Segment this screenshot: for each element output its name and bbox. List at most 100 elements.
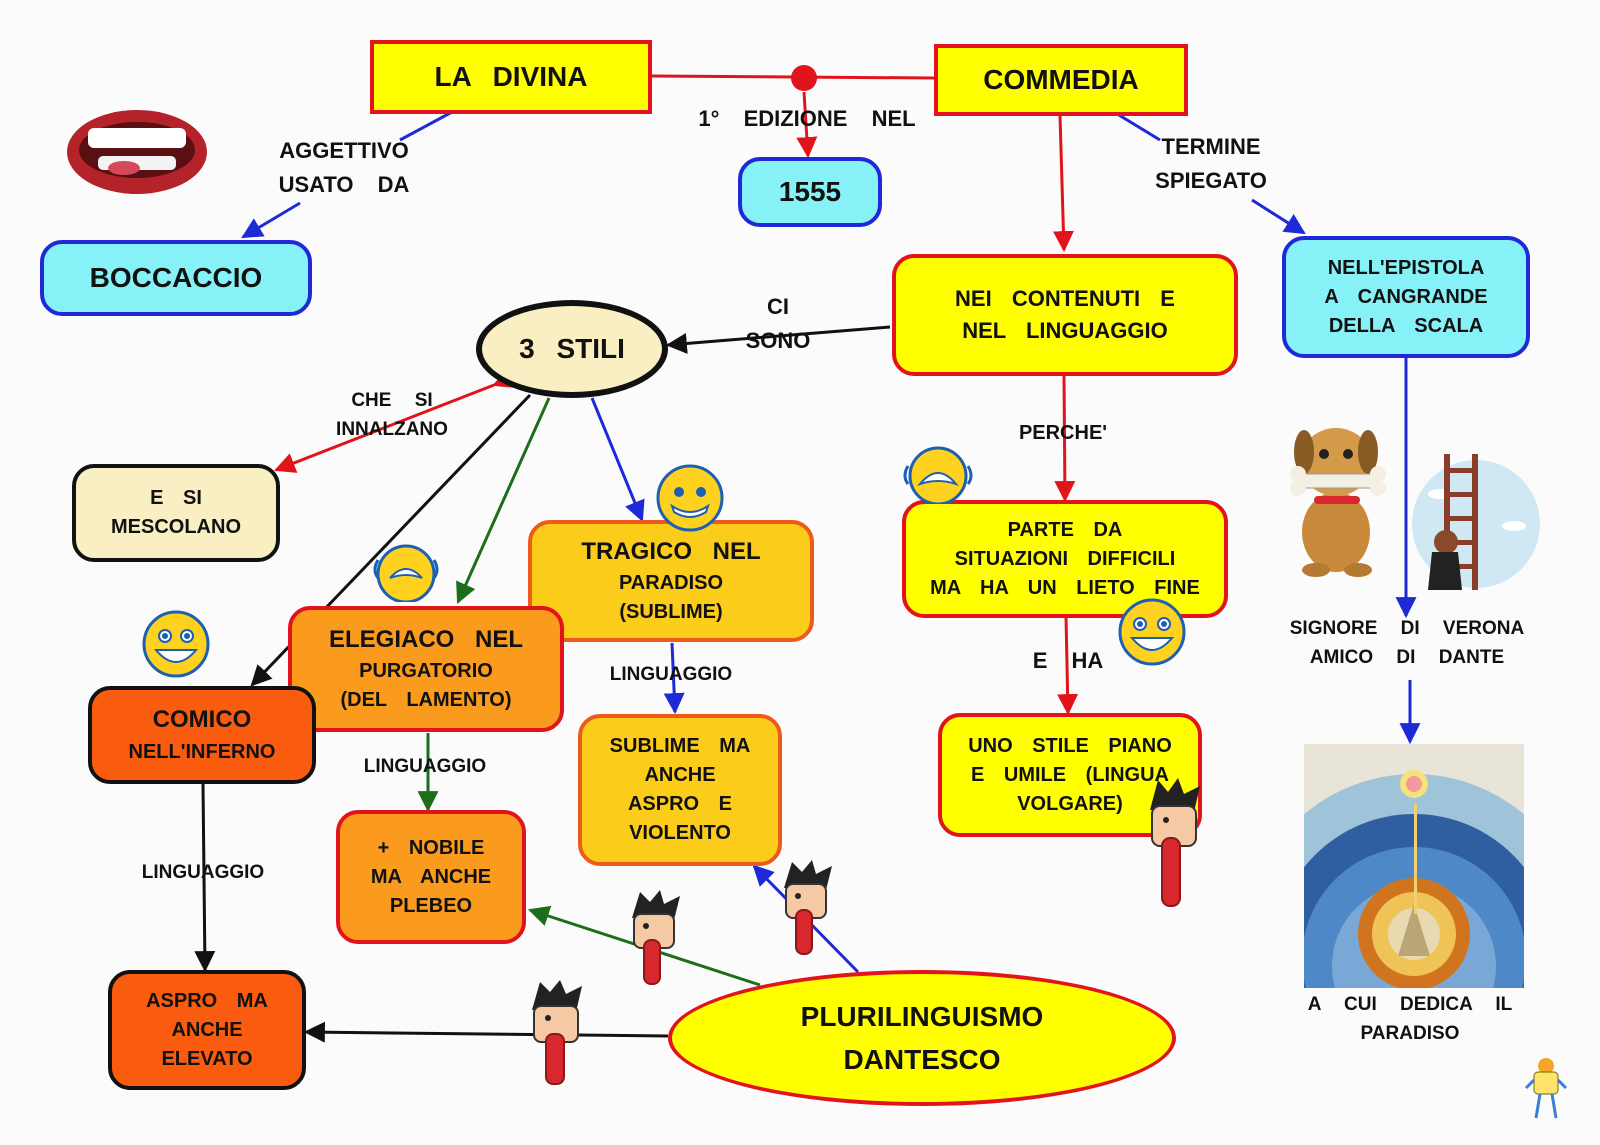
node-nobile-line3: PLEBEO — [389, 894, 473, 917]
node-nobile-line2: MA ANCHE — [370, 865, 492, 888]
crying-emoji-icon — [373, 544, 439, 602]
label-edizione: 1° EDIZIONE NEL — [698, 106, 916, 131]
arrow-perche — [1054, 375, 1076, 503]
node-plurilinguismo: PLURILINGUISMO DANTESCO — [668, 970, 1176, 1106]
node-elegiaco-line1: ELEGIACO NEL — [328, 625, 523, 653]
node-sublime-aspro-line3: ASPRO E — [627, 793, 733, 815]
label-e-ha: E HA — [1032, 648, 1104, 673]
arrow-aggettivo — [399, 110, 453, 142]
node-parte-da-line2: SITUAZIONI DIFFICILI — [954, 547, 1176, 570]
node-parte-da-line1: PARTE DA — [1007, 518, 1123, 541]
node-epistola-line2: A CANGRANDE — [1324, 285, 1488, 308]
arrow-e-ha — [1057, 615, 1079, 716]
node-mescolano-line1: E SI — [150, 487, 202, 509]
node-plurilinguismo-line2: DANTESCO — [843, 1044, 1001, 1075]
node-1555: 1555 — [738, 157, 882, 227]
junction-dot — [791, 65, 817, 91]
label-perche: PERCHE' — [1018, 422, 1108, 444]
tongue-cartoon-icon — [1150, 778, 1200, 907]
node-sublime-aspro-line1: SUBLIME MA — [609, 735, 751, 757]
label-a-cui: A CUI DEDICA IL PARADISO — [1290, 990, 1530, 1049]
node-parte-da-line3: MA HA UN LIETO FINE — [930, 576, 1200, 599]
label-signore-line2: AMICO DI DANTE — [1309, 647, 1505, 669]
arrow-spiegato — [1251, 198, 1306, 235]
label-ci-sono-line2: SONO — [745, 328, 811, 354]
node-tragico-line1: TRAGICO NEL — [581, 537, 761, 565]
node-boccaccio-text: BOCCACCIO — [89, 261, 263, 293]
label-termine-line2: SPIEGATO — [1155, 168, 1267, 194]
node-sublime-aspro-line4: VIOLENTO — [629, 822, 731, 844]
paradise-diagram-icon — [1304, 744, 1524, 988]
node-3-stili-text: 3 STILI — [519, 332, 625, 364]
node-comico-line2: NELL'INFERNO — [128, 740, 276, 763]
arrow-usato-da — [241, 201, 301, 239]
label-aggettivo-line1: AGGETTIVO — [279, 138, 409, 163]
arrow-edizione — [796, 91, 818, 159]
label-aggettivo-line2: USATO DA — [278, 172, 410, 198]
arrow-commedia-contenuti — [1052, 115, 1074, 253]
label-signore: SIGNORE DI VERONA AMICO DI DANTE — [1272, 614, 1542, 673]
node-stile-piano-line3: VOLGARE) — [1017, 792, 1123, 815]
node-sublime-aspro-line2: ANCHE — [644, 764, 716, 786]
arrow-stili-elegiaco — [456, 397, 551, 604]
label-a-cui-line1: A CUI DEDICA IL — [1307, 994, 1513, 1015]
node-commedia: COMMEDIA — [934, 44, 1188, 116]
node-nobile-line1: + NOBILE — [377, 836, 485, 859]
label-ci-sono-line1: CI — [767, 294, 789, 319]
arrow-stili-tragico — [590, 397, 645, 522]
node-contenuti-line2: NEL LINGUAGGIO — [962, 318, 1168, 343]
node-boccaccio: BOCCACCIO — [40, 240, 312, 316]
node-aspro-elevato-line1: ASPRO MA — [146, 989, 268, 1012]
node-mescolano: E SI MESCOLANO — [72, 464, 280, 562]
arrow-comico-linguaggio — [194, 783, 216, 973]
node-tragico-line2: PARADISO — [618, 572, 724, 595]
smiling-emoji-icon — [142, 610, 210, 678]
ladder-climber-icon — [1412, 454, 1540, 590]
label-termine: TERMINE SPIEGATO — [1136, 130, 1286, 198]
mascot-icon — [1524, 1058, 1568, 1119]
label-termine-line1: TERMINE — [1161, 134, 1261, 159]
node-plurilinguismo-line1: PLURILINGUISMO — [800, 1000, 1044, 1032]
label-a-cui-line2: PARADISO — [1360, 1023, 1460, 1045]
label-aggettivo: AGGETTIVO USATO DA — [262, 134, 426, 202]
laughing-emoji-icon — [656, 464, 724, 532]
node-epistola-line3: DELLA SCALA — [1328, 314, 1484, 337]
node-nobile: + NOBILE MA ANCHE PLEBEO — [336, 810, 526, 944]
node-commedia-text: COMMEDIA — [983, 63, 1139, 95]
tongue-cartoon-icon — [532, 980, 582, 1085]
node-comico: COMICO NELL'INFERNO — [88, 686, 316, 784]
node-stile-piano-line2: E UMILE (LINGUA — [971, 763, 1169, 786]
node-stile-piano: UNO STILE PIANO E UMILE (LINGUA VOLGARE) — [938, 713, 1202, 837]
label-linguaggio-comico: LINGUAGGIO — [141, 862, 265, 883]
dog-with-bone-icon — [1290, 428, 1386, 577]
tongue-cartoon-icon — [632, 890, 680, 985]
arrow-ci-sono — [665, 325, 891, 354]
node-stile-piano-line1: UNO STILE PIANO — [968, 734, 1172, 757]
arrow-innalzano — [274, 368, 516, 473]
label-linguaggio-tragico: LINGUAGGIO — [609, 664, 733, 685]
arrow-tragico-linguaggio — [663, 642, 685, 715]
node-la-divina: LA DIVINA — [370, 40, 652, 114]
tongue-cartoon-icon — [784, 860, 832, 955]
label-che-si-line2: INNALZANO — [336, 419, 448, 441]
node-epistola: NELL'EPISTOLA A CANGRANDE DELLA SCALA — [1282, 236, 1530, 358]
node-mescolano-line2: MESCOLANO — [111, 516, 241, 538]
node-epistola-line1: NELL'EPISTOLA — [1327, 256, 1485, 279]
node-elegiaco-line2: PURGATORIO — [359, 660, 493, 683]
node-elegiaco: ELEGIACO NEL PURGATORIO (DEL LAMENTO) — [288, 606, 564, 732]
label-linguaggio-elegiaco: LINGUAGGIO — [363, 756, 487, 777]
node-elegiaco-line3: (DEL LAMENTO) — [340, 689, 512, 712]
crying-emoji-icon — [903, 446, 973, 504]
node-1555-text: 1555 — [778, 175, 842, 207]
node-parte-da: PARTE DA SITUAZIONI DIFFICILI MA HA UN L… — [902, 500, 1228, 618]
node-contenuti-line1: NEI CONTENUTI E — [955, 286, 1175, 312]
node-la-divina-text: LA DIVINA — [434, 60, 588, 92]
node-aspro-elevato-line2: ANCHE — [171, 1018, 243, 1041]
arrow-pluri-aspro — [303, 1021, 669, 1043]
arrow-termine — [1113, 110, 1161, 142]
node-comico-line1: COMICO — [152, 706, 252, 734]
node-tragico: TRAGICO NEL PARADISO (SUBLIME) — [528, 520, 814, 642]
node-3-stili: 3 STILI — [476, 300, 668, 398]
label-signore-line1: SIGNORE DI VERONA — [1289, 618, 1525, 639]
